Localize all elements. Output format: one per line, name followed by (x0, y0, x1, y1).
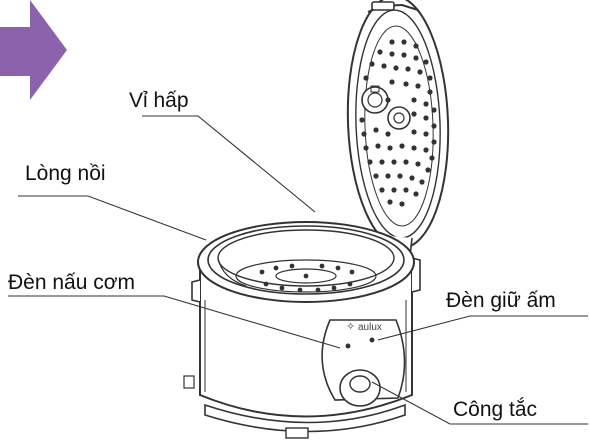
svg-text:✧: ✧ (346, 321, 355, 333)
label-inner-pot: Lòng nồi (25, 163, 106, 184)
cook-indicator-light (346, 344, 351, 349)
lid (344, 0, 453, 256)
label-warm-light: Đèn giữ ấm (446, 290, 556, 311)
aulux-logo: ✧ aulux (346, 321, 382, 333)
leader-line-inner-pot (18, 196, 206, 240)
label-steamer: Vỉ hấp (129, 90, 189, 111)
leader-line-steamer (142, 116, 315, 212)
label-switch: Công tắc (453, 399, 537, 420)
warm-indicator-light (370, 338, 375, 343)
aulux-logo-text: aulux (358, 322, 382, 333)
label-cook-light: Đèn nấu cơm (8, 272, 135, 293)
right-arrow-icon (0, 0, 67, 100)
